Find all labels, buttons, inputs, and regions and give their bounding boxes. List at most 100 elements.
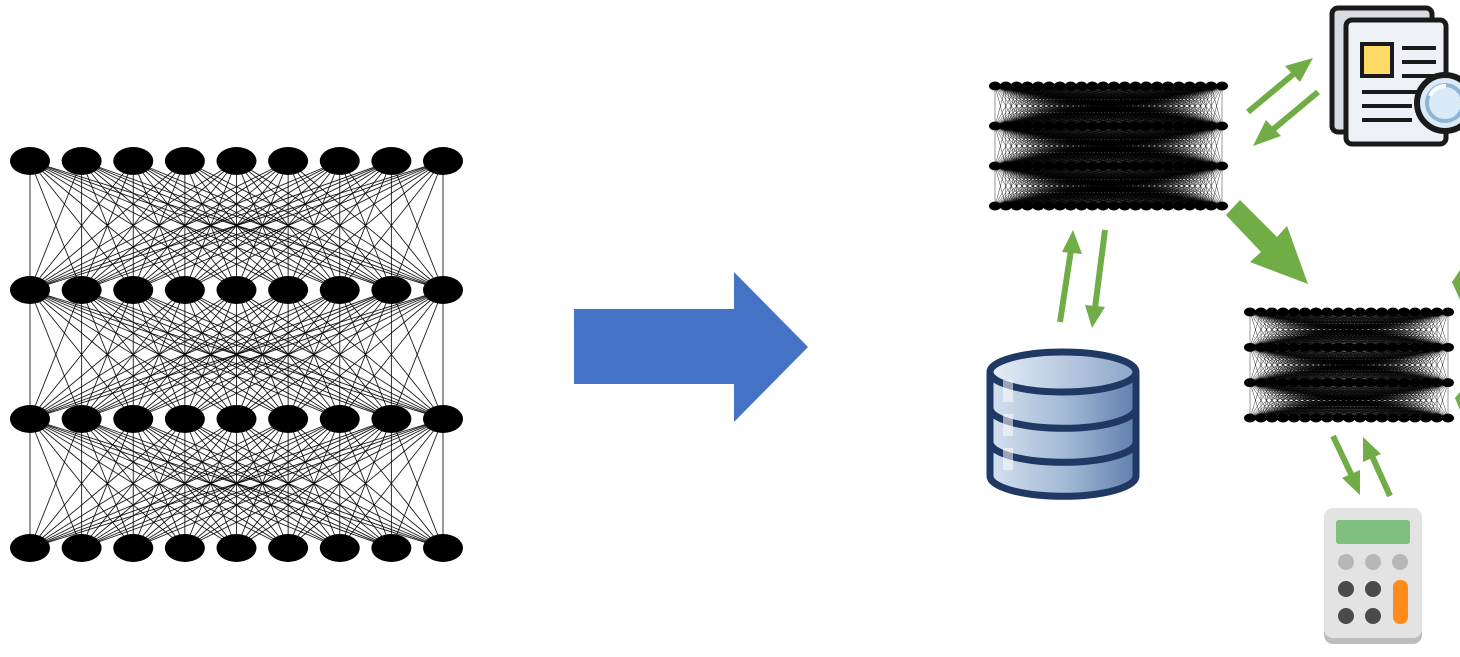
network-node — [1053, 161, 1066, 171]
network-node — [1183, 161, 1196, 171]
network-node — [61, 405, 102, 433]
network-node — [1321, 307, 1333, 317]
network-node — [1431, 413, 1443, 423]
network-node — [1010, 161, 1023, 171]
network-node — [1140, 161, 1153, 171]
network-node — [1032, 201, 1045, 211]
network-node — [113, 276, 154, 304]
network-node — [1255, 378, 1267, 388]
network-node — [1086, 201, 1099, 211]
network-node — [1194, 81, 1207, 91]
network-node — [423, 147, 463, 175]
network-node — [1376, 378, 1388, 388]
network-node — [1053, 81, 1066, 91]
network-node — [1021, 201, 1034, 211]
network-node — [1299, 307, 1311, 317]
network-node — [1010, 81, 1023, 91]
network-node — [1299, 378, 1311, 388]
network-node — [10, 534, 50, 562]
network-node — [1277, 342, 1289, 352]
network-node — [1343, 307, 1355, 317]
network-node — [1431, 378, 1443, 388]
network-node — [1332, 307, 1344, 317]
network-node — [371, 534, 412, 562]
network-node — [10, 276, 50, 304]
network-node — [1118, 81, 1131, 91]
network-node — [1409, 378, 1421, 388]
network-node — [268, 405, 309, 433]
network-node — [999, 201, 1012, 211]
network-node — [1064, 81, 1077, 91]
network-node — [1021, 121, 1034, 131]
network-node — [1183, 201, 1196, 211]
network-node — [1255, 342, 1267, 352]
network-node — [1032, 81, 1045, 91]
network-node — [1205, 121, 1218, 131]
network-node — [268, 534, 309, 562]
network-node — [1161, 81, 1174, 91]
network-node — [1010, 201, 1023, 211]
network-node — [1216, 201, 1228, 211]
network-node — [1409, 413, 1421, 423]
network-node — [1140, 201, 1153, 211]
network-node — [1183, 81, 1196, 91]
network-node — [1288, 307, 1300, 317]
network-node — [216, 405, 257, 433]
network-node — [1442, 342, 1454, 352]
network-node — [1032, 161, 1045, 171]
network-node — [1075, 81, 1088, 91]
network-node — [1277, 307, 1289, 317]
network-node — [1354, 307, 1366, 317]
network-node — [371, 405, 412, 433]
network-node — [216, 147, 257, 175]
network-node — [1343, 413, 1355, 423]
network-flow-arrow — [1226, 200, 1308, 284]
network-node — [999, 81, 1012, 91]
network-node — [1387, 307, 1399, 317]
network-node — [1310, 307, 1322, 317]
network-node — [1172, 121, 1185, 131]
network-node — [999, 121, 1012, 131]
small-neural-network-top — [989, 81, 1228, 211]
network-node — [1365, 378, 1377, 388]
network-node — [1151, 201, 1164, 211]
network-node — [1244, 307, 1256, 317]
network-node — [1075, 201, 1088, 211]
network-node — [1431, 307, 1443, 317]
network-node — [1172, 201, 1185, 211]
network-node — [1151, 161, 1164, 171]
network-connections — [1249, 311, 1449, 419]
network-node — [1140, 121, 1153, 131]
network-node — [1244, 342, 1256, 352]
network-node — [319, 534, 360, 562]
network-node — [1321, 342, 1333, 352]
transform-arrow — [574, 272, 808, 422]
network-node — [1107, 161, 1120, 171]
network-node — [1107, 81, 1120, 91]
network-node — [989, 121, 1001, 131]
network-node — [999, 161, 1012, 171]
network-node — [1118, 201, 1131, 211]
network-node — [1420, 342, 1432, 352]
network-connections — [994, 85, 1223, 207]
network-node — [1409, 307, 1421, 317]
network-node — [216, 276, 257, 304]
calculator-icon — [1324, 508, 1422, 644]
network-node — [1129, 201, 1142, 211]
network-node — [1365, 307, 1377, 317]
network-node — [1043, 121, 1056, 131]
network-node — [164, 276, 205, 304]
network-node — [113, 534, 154, 562]
network-node — [1244, 413, 1256, 423]
network-node — [1107, 121, 1120, 131]
network-node — [1097, 201, 1110, 211]
network-node — [423, 405, 463, 433]
network-node — [1107, 201, 1120, 211]
network-node — [1442, 413, 1454, 423]
network-node — [371, 276, 412, 304]
network-node — [61, 534, 102, 562]
network-connections — [29, 160, 444, 549]
network-node — [1376, 307, 1388, 317]
network-node — [423, 276, 463, 304]
